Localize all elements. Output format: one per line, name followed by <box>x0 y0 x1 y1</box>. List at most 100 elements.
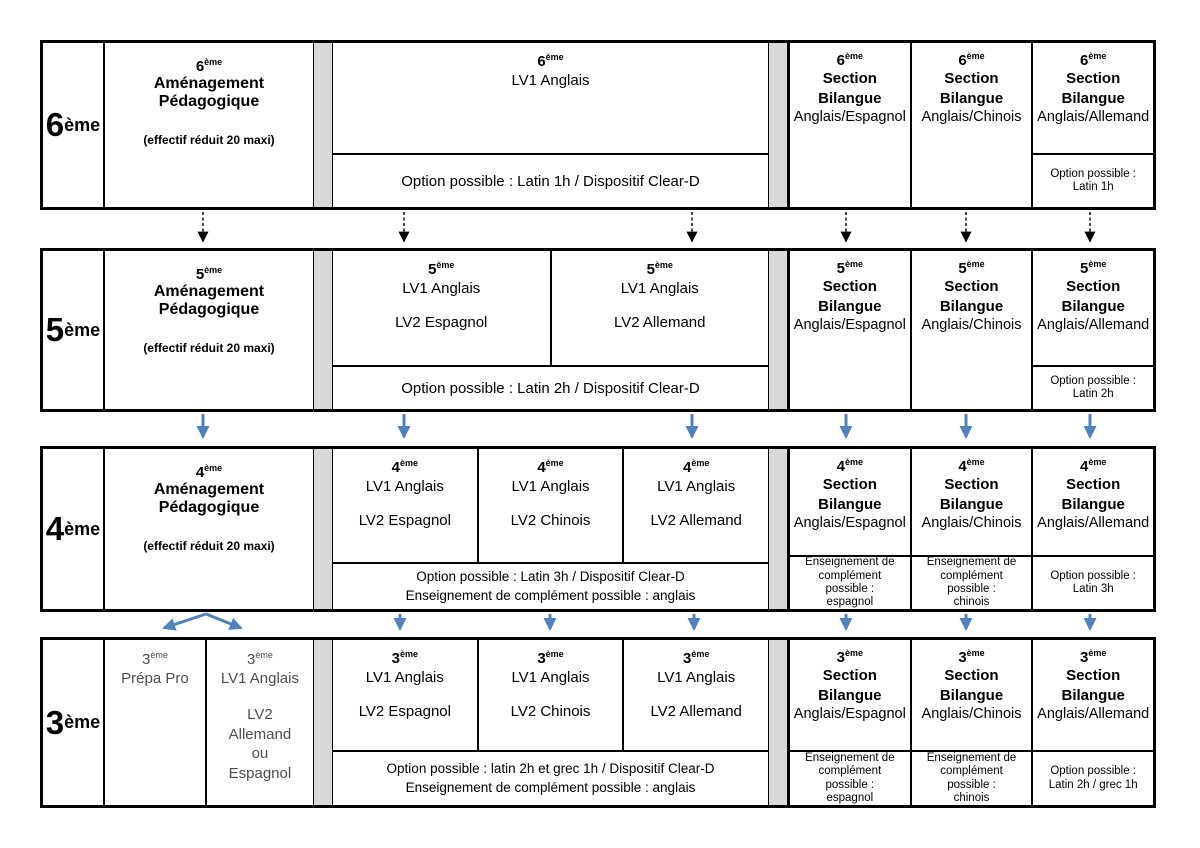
languages-label: Anglais/Allemand <box>1037 109 1150 125</box>
lv2-line: Allemand <box>228 725 292 743</box>
prepa-pro-box-3eme: 3ème Prépa Pro <box>105 640 205 805</box>
lv1-label: LV1 Anglais <box>511 669 590 686</box>
section-label: Section <box>822 667 877 684</box>
note-line: complément <box>940 765 1003 778</box>
bilangue-label: Bilangue <box>1061 495 1125 513</box>
option-line: Option possible : Latin 1h / Dispositif … <box>401 172 700 190</box>
option-line: Enseignement de complément possible : an… <box>405 779 696 795</box>
amenagement-title: Aménagement Pédagogique <box>153 283 265 318</box>
amenagement-box-4eme: 4ème Aménagement Pédagogique (effectif r… <box>103 449 313 609</box>
languages-label: Anglais/Chinois <box>921 317 1022 333</box>
lv1-label: LV1 Anglais <box>365 478 444 495</box>
level-heading: 4ème <box>958 457 985 475</box>
note-line: espagnol <box>826 596 874 609</box>
level-heading: 6ème <box>1080 51 1107 69</box>
lv-box-5eme-espagnol: 5ème LV1 Anglais LV2 Espagnol <box>333 251 550 365</box>
separator-bar <box>768 43 788 207</box>
note-line: possible : <box>825 778 875 791</box>
lv1-label: LV1 Anglais <box>657 478 736 495</box>
lv2-label: LV2 Chinois <box>510 703 591 720</box>
languages-label: Anglais/Allemand <box>1037 317 1150 333</box>
arrows-5eme-to-4eme <box>196 414 1097 439</box>
amenagement-box-5eme: 5ème Aménagement Pédagogique (effectif r… <box>103 251 313 409</box>
section-label: Section <box>1066 70 1121 87</box>
option-strip-4eme: Option possible : Latin 3h / Dispositif … <box>333 562 768 609</box>
bilangue-main: 6ème Section Bilangue Anglais/Chinois <box>912 43 1032 207</box>
languages-label: Anglais/Chinois <box>921 706 1022 722</box>
level-heading: 4ème <box>391 458 419 476</box>
lv-box-6eme-anglais: 6ème LV1 Anglais <box>333 43 768 153</box>
bilangue-section-3eme: 3ème Section Bilangue Anglais/Espagnol E… <box>788 640 1154 805</box>
note-line: Option possible : <box>1050 569 1137 582</box>
arrows-4eme-to-3eme <box>393 614 1097 631</box>
bilangue-section-5eme: 5ème Section Bilangue Anglais/Espagnol 5… <box>788 251 1154 409</box>
separator-bar <box>313 43 333 207</box>
level-heading: 3ème <box>141 650 168 668</box>
option-strip-6eme: Option possible : Latin 1h / Dispositif … <box>333 153 768 207</box>
bilangue-main: 6ème Section Bilangue Anglais/Espagnol <box>790 43 910 207</box>
note-line: complément <box>818 569 882 582</box>
note-strip-3eme-chinois: Enseignement de complément possible : ch… <box>911 750 1032 805</box>
lv1-label: LV1 Anglais <box>657 669 736 686</box>
lv-box-4eme-allemand: 4ème LV1 Anglais LV2 Allemand <box>622 449 768 562</box>
note-line: Latin 2h / grec 1h <box>1048 778 1138 791</box>
bilangue-label: Bilangue <box>818 686 882 704</box>
level-heading: 3ème <box>836 648 864 666</box>
lv-box-3eme-allemand-ou-espagnol: 3ème LV1 Anglais LV2 Allemand ou Espagno… <box>204 640 313 805</box>
separator-bar <box>768 640 788 805</box>
separator-bar <box>313 251 333 409</box>
bilangue-box-6eme-espagnol: 6ème Section Bilangue Anglais/Espagnol <box>790 43 910 207</box>
note-strip-4eme-allemand: Option possible : Latin 3h <box>1033 555 1154 609</box>
note-line: Latin 2h <box>1072 388 1114 400</box>
bilangue-label: Bilangue <box>1061 297 1125 315</box>
bilangue-label: Bilangue <box>939 495 1004 513</box>
separator-bar <box>313 449 333 609</box>
languages-label: Anglais/Chinois <box>921 515 1022 531</box>
bilangue-box-4eme-espagnol: 4ème Section Bilangue Anglais/Espagnol E… <box>790 449 910 609</box>
bilangue-box-4eme-chinois: 4ème Section Bilangue Anglais/Chinois En… <box>909 449 1032 609</box>
bilangue-section-6eme: 6ème Section Bilangue Anglais/Espagnol 6… <box>788 43 1154 207</box>
lv1-label: LV1 Anglais <box>365 669 444 686</box>
note-line: Option possible : <box>1050 167 1137 180</box>
bilangue-main: 5ème Section Bilangue Anglais/Allemand <box>1033 251 1153 365</box>
bilangue-box-3eme-allemand: 3ème Section Bilangue Anglais/Allemand O… <box>1031 640 1154 805</box>
lv-section-5eme: 5ème LV1 Anglais LV2 Espagnol 5ème LV1 A… <box>333 251 768 409</box>
option-line: Option possible : latin 2h et grec 1h / … <box>386 761 715 777</box>
note-strip-6eme-allemand: Option possible : Latin 1h <box>1033 153 1154 207</box>
lv2-line: ou <box>251 745 269 762</box>
note-line: Option possible : <box>1050 765 1137 778</box>
languages-label: Anglais/Espagnol <box>793 317 906 333</box>
level-heading: 5ème <box>1080 259 1107 277</box>
level-heading: 5ème <box>195 265 223 283</box>
bilangue-main: 3ème Section Bilangue Anglais/Allemand <box>1033 640 1153 750</box>
bilangue-label: Bilangue <box>1061 89 1125 107</box>
lv-section-3eme: 3ème LV1 Anglais LV2 Espagnol 3ème LV1 A… <box>333 640 768 805</box>
section-label: Section <box>1066 667 1121 684</box>
fork-arrow-amenagement-to-3eme <box>162 612 243 631</box>
note-line: Option possible : <box>1050 374 1137 387</box>
lv2-label: LV2 Allemand <box>614 314 706 331</box>
bilangue-box-3eme-espagnol: 3ème Section Bilangue Anglais/Espagnol E… <box>790 640 910 805</box>
note-strip-3eme-espagnol: Enseignement de complément possible : es… <box>790 750 910 805</box>
lv2-label: LV2 Allemand ou Espagnol <box>207 705 313 783</box>
level-heading: 3ème <box>1080 648 1107 666</box>
note-strip-4eme-chinois: Enseignement de complément possible : ch… <box>911 555 1032 609</box>
bilangue-main: 3ème Section Bilangue Anglais/Espagnol <box>790 640 910 750</box>
section-label: Section <box>944 278 999 295</box>
bilangue-box-5eme-espagnol: 5ème Section Bilangue Anglais/Espagnol <box>790 251 910 409</box>
note-strip-5eme-allemand: Option possible : Latin 2h <box>1033 365 1154 409</box>
note-line: Latin 3h <box>1072 583 1114 595</box>
lv-box-3eme-espagnol: 3ème LV1 Anglais LV2 Espagnol <box>333 640 477 750</box>
lv2-label: LV2 Espagnol <box>395 314 488 331</box>
section-label: Section <box>944 70 999 87</box>
level-heading: 3ème <box>683 649 710 667</box>
bilangue-main: 5ème Section Bilangue Anglais/Chinois <box>912 251 1032 409</box>
lv2-label: LV2 Allemand <box>650 703 742 720</box>
lv2-label: LV2 Espagnol <box>358 703 451 720</box>
lv1-label: LV1 Anglais <box>511 72 590 89</box>
bilangue-main: 6ème Section Bilangue Anglais/Allemand <box>1033 43 1153 153</box>
